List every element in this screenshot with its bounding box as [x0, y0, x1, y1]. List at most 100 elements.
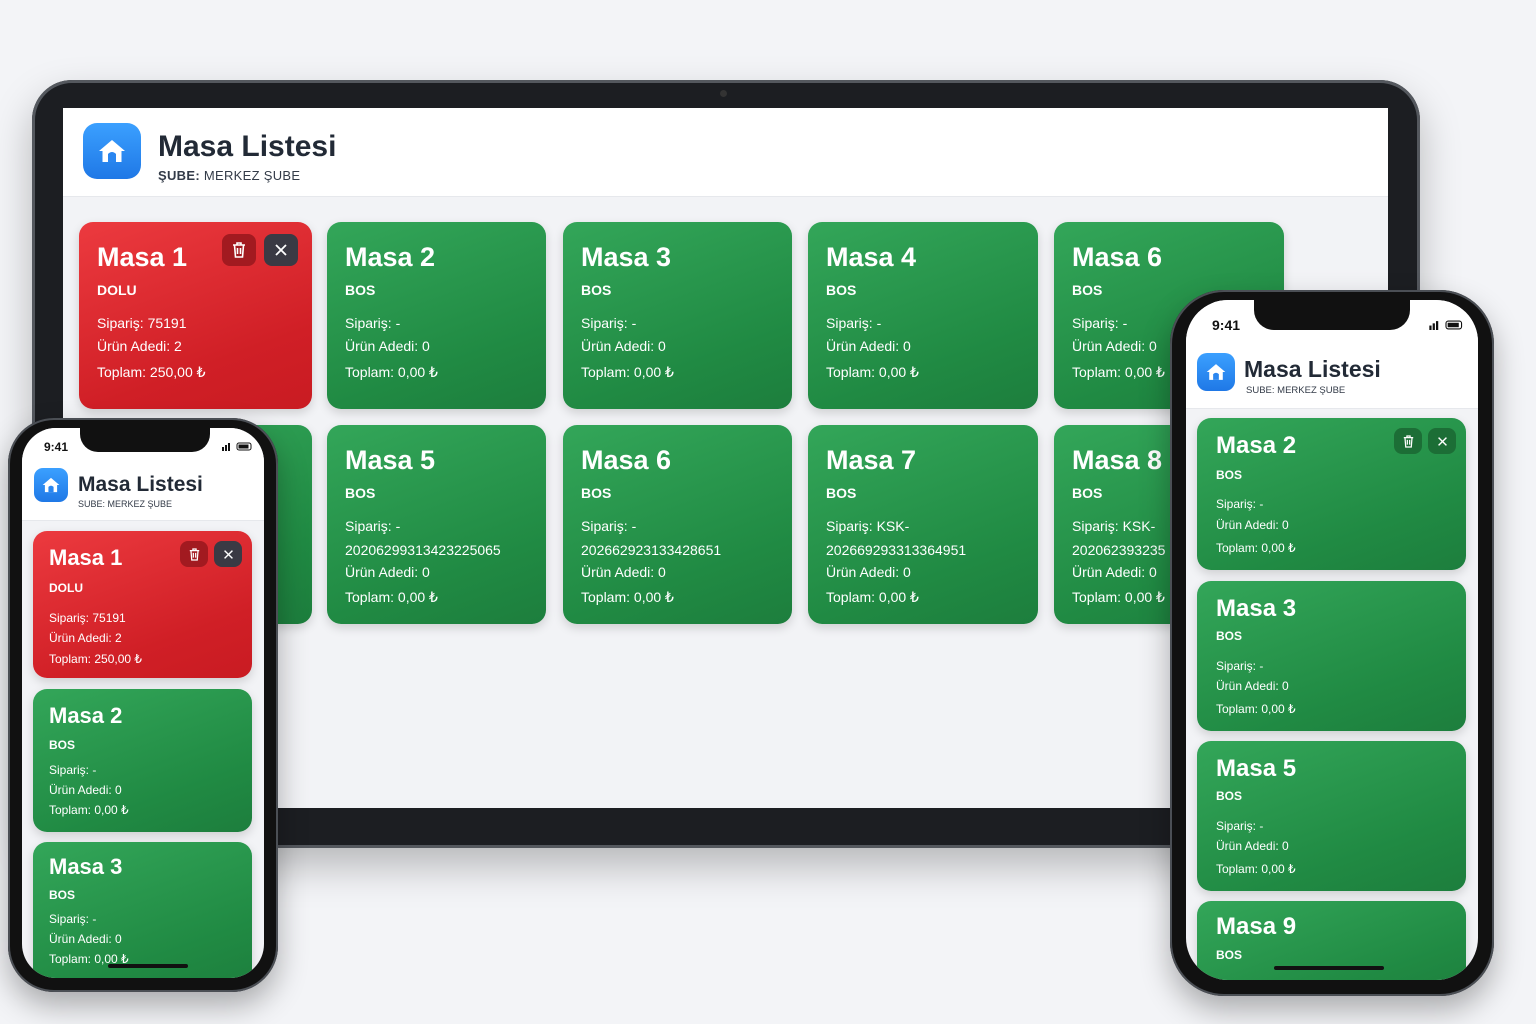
- table-status: BOS: [345, 282, 376, 298]
- table-name: Masa 2: [345, 242, 436, 272]
- table-card[interactable]: Masa 5 BOS Sipariş: - 202062993134232250…: [327, 425, 546, 624]
- table-name: Masa 3: [1216, 595, 1297, 622]
- total-line: Toplam: 0,00 ₺: [1072, 589, 1165, 605]
- camera-dot: [720, 90, 727, 97]
- table-name: Masa 5: [1216, 755, 1297, 782]
- table-name: Masa 1: [49, 545, 123, 570]
- table-status: BOS: [1072, 485, 1103, 501]
- home-indicator: [108, 964, 188, 968]
- order-number: 20206299313423225065: [345, 542, 501, 558]
- table-card[interactable]: Masa 2 BOS Sipariş: - Ürün Adedi: 0 Topl…: [33, 689, 252, 832]
- trash-icon[interactable]: [1394, 428, 1422, 454]
- trash-icon[interactable]: [222, 234, 256, 266]
- mobile-header: 9:41 Masa Listesi SUBE: MERKEZ ŞUBE: [1186, 300, 1478, 409]
- page-title: Masa Listesi: [1244, 356, 1381, 382]
- branch-label: SUBE:: [78, 499, 106, 509]
- items-line: Ürün Adedi: 0: [1072, 564, 1157, 580]
- table-status: BOS: [1216, 948, 1243, 962]
- items-line: Ürün Adedi: 0: [581, 564, 666, 580]
- table-status: BOS: [826, 282, 857, 298]
- left-phone-screen: 9:41 Masa Listesi SUBE: MERKEZ ŞUBE Masa…: [22, 428, 264, 978]
- table-card[interactable]: Masa 2 BOS Sipariş: - Ürün Adedi: 0 Topl…: [1197, 418, 1466, 570]
- table-card[interactable]: Masa 5 BOS Sipariş: - Ürün Adedi: 0 Topl…: [1197, 741, 1466, 891]
- total-line: Toplam: 0,00 ₺: [49, 803, 129, 817]
- page-title: Masa Listesi: [158, 130, 337, 163]
- table-card[interactable]: Masa 7 BOS Sipariş: KSK- 202669293313364…: [808, 425, 1038, 624]
- order-line: Sipariş: -: [581, 518, 637, 534]
- close-icon[interactable]: [1428, 428, 1456, 454]
- table-status: BOS: [1216, 468, 1243, 482]
- table-card[interactable]: Masa 6 BOS Sipariş: - Ürün Adedi: 0 Topl…: [1054, 222, 1284, 409]
- table-card[interactable]: Masa 3 BOS Sipariş: - Ürün Adedi: 0 Topl…: [1197, 581, 1466, 731]
- total-line: Toplam: 0,00 ₺: [1216, 541, 1296, 555]
- order-number: 202662923133428651: [581, 542, 722, 558]
- table-status: BOS: [1072, 282, 1103, 298]
- status-time: 9:41: [1212, 317, 1241, 333]
- close-icon[interactable]: [264, 234, 298, 266]
- table-status: BOS: [49, 738, 76, 752]
- branch-info: SUBE: MERKEZ ŞUBE: [78, 499, 172, 509]
- items-line: Ürün Adedi: 0: [1216, 839, 1289, 853]
- total-line: Toplam: 0,00 ₺: [581, 364, 674, 380]
- total-line: Toplam: 0,00 ₺: [826, 589, 919, 605]
- table-name: Masa 4: [826, 242, 917, 272]
- status-time: 9:41: [44, 440, 69, 454]
- status-icons: [222, 442, 252, 451]
- table-status: BOS: [49, 888, 76, 902]
- trash-icon[interactable]: [180, 541, 208, 567]
- table-status: BOS: [826, 485, 857, 501]
- items-line: Ürün Adedi: 0: [49, 932, 122, 946]
- phone-notch: [80, 428, 210, 452]
- items-line: Ürün Adedi: 0: [826, 338, 911, 354]
- order-line: Sipariş: -: [1216, 819, 1264, 833]
- items-line: Ürün Adedi: 0: [345, 564, 430, 580]
- order-number: 202062393235: [1072, 542, 1166, 558]
- branch-info: SUBE: MERKEZ ŞUBE: [1246, 385, 1345, 396]
- items-line: Ürün Adedi: 2: [49, 631, 122, 645]
- table-name: Masa 6: [581, 445, 672, 475]
- table-card[interactable]: Masa 6 BOS Sipariş: - 202662923133428651…: [563, 425, 792, 624]
- order-line: Sipariş: -: [1216, 497, 1264, 511]
- order-line: Sipariş: KSK-: [826, 518, 910, 534]
- table-card[interactable]: Masa 1 DOLU Sipariş: 75191 Ürün Adedi: 2…: [33, 531, 252, 678]
- table-card[interactable]: Masa 1 DOLU Sipariş: 75191 Ürün Adedi: 2…: [79, 222, 312, 409]
- card-actions: [1394, 428, 1456, 454]
- order-line: Sipariş: -: [1072, 315, 1128, 331]
- card-actions: [222, 234, 298, 266]
- order-line: Sipariş: -: [49, 763, 97, 777]
- branch-value: MERKEZ ŞUBE: [203, 168, 301, 183]
- items-line: Ürün Adedi: 0: [1216, 679, 1289, 693]
- table-name: Masa 1: [97, 242, 188, 272]
- items-line: Ürün Adedi: 0: [345, 338, 430, 354]
- table-card[interactable]: Masa 3 BOS Sipariş: - Ürün Adedi: 0 Topl…: [563, 222, 792, 409]
- app-header: Masa Listesi ŞUBE: MERKEZ ŞUBE: [63, 108, 1388, 197]
- total-line: Toplam: 0,00 ₺: [1216, 702, 1296, 716]
- table-name: Masa 3: [49, 854, 123, 879]
- total-line: Toplam: 0,00 ₺: [581, 589, 674, 605]
- order-number: 202669293313364951: [826, 542, 967, 558]
- home-icon: [83, 123, 141, 179]
- branch-label: SUBE:: [1246, 385, 1275, 396]
- table-name: Masa 9: [1216, 913, 1297, 940]
- table-name: Masa 3: [581, 242, 672, 272]
- total-line: Toplam: 0,00 ₺: [1072, 364, 1165, 380]
- table-card[interactable]: Masa 4 BOS Sipariş: - Ürün Adedi: 0 Topl…: [808, 222, 1038, 409]
- table-name: Masa 7: [826, 445, 917, 475]
- mobile-header: 9:41 Masa Listesi SUBE: MERKEZ ŞUBE: [22, 428, 264, 521]
- table-status: BOS: [345, 485, 376, 501]
- branch-label: ŞUBE:: [158, 168, 200, 183]
- order-line: Sipariş: -: [1216, 659, 1264, 673]
- items-line: Ürün Adedi: 0: [826, 564, 911, 580]
- branch-value: MERKEZ ŞUBE: [1277, 385, 1346, 396]
- order-line: Sipariş: 75191: [97, 315, 187, 331]
- table-name: Masa 8: [1072, 445, 1163, 475]
- items-line: Ürün Adedi: 2: [97, 338, 182, 354]
- order-line: Sipariş: -: [581, 315, 637, 331]
- home-indicator: [1274, 966, 1384, 970]
- table-status: DOLU: [97, 282, 137, 298]
- table-name: Masa 6: [1072, 242, 1163, 272]
- close-icon[interactable]: [214, 541, 242, 567]
- card-actions: [180, 541, 242, 567]
- table-card[interactable]: Masa 3 BOS Sipariş: - Ürün Adedi: 0 Topl…: [33, 842, 252, 978]
- table-card[interactable]: Masa 2 BOS Sipariş: - Ürün Adedi: 0 Topl…: [327, 222, 546, 409]
